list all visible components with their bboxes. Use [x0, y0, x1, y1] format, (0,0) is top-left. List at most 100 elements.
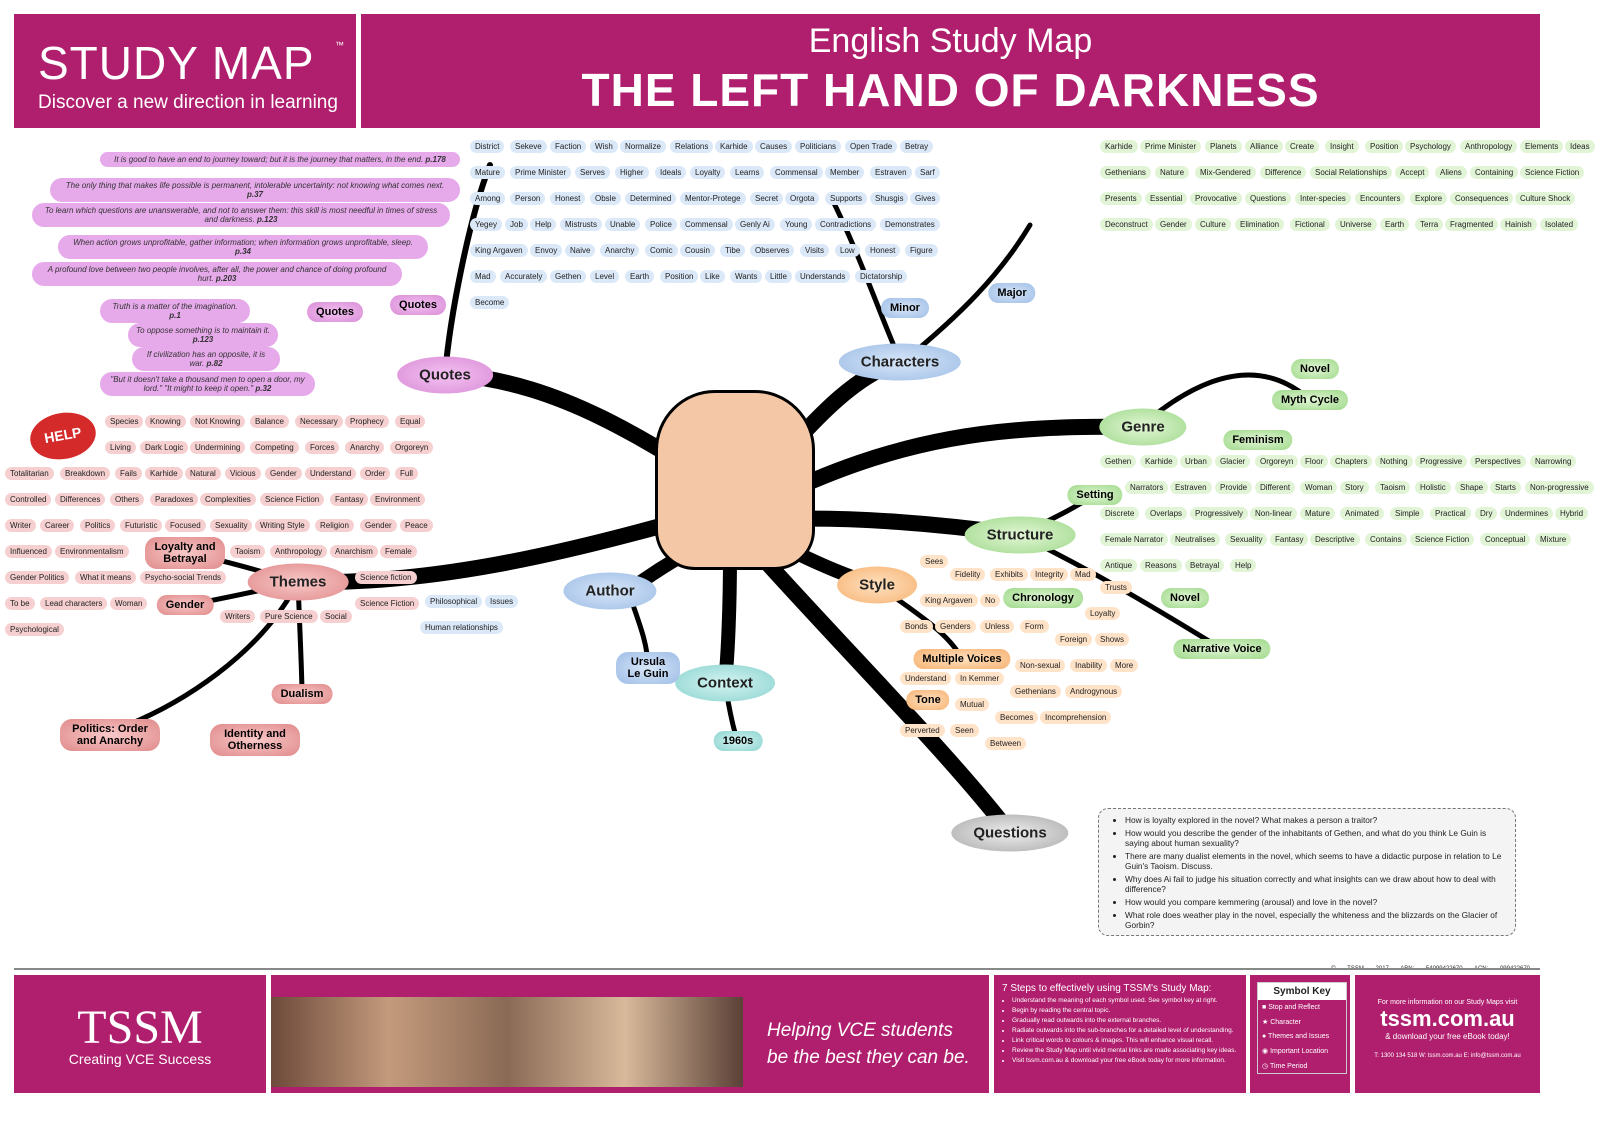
- leaf-node[interactable]: Anthropology: [1460, 140, 1518, 153]
- node-1960s[interactable]: 1960s: [713, 731, 763, 751]
- leaf-node[interactable]: Figure: [905, 244, 938, 257]
- leaf-node[interactable]: Earth: [625, 270, 655, 283]
- leaf-node[interactable]: Anarchy: [600, 244, 640, 257]
- leaf-node[interactable]: Influenced: [5, 545, 52, 558]
- node-gender[interactable]: Gender: [156, 595, 214, 615]
- leaf-node[interactable]: Science fiction: [355, 571, 417, 584]
- leaf-node[interactable]: Position: [660, 270, 699, 283]
- leaf-node[interactable]: Accurately: [500, 270, 548, 283]
- leaf-node[interactable]: Create: [1285, 140, 1320, 153]
- leaf-node[interactable]: Planets: [1205, 140, 1242, 153]
- leaf-node[interactable]: Exhibits: [990, 568, 1029, 581]
- leaf-node[interactable]: Help: [530, 218, 557, 231]
- leaf-node[interactable]: Prime Minister: [1140, 140, 1202, 153]
- leaf-node[interactable]: Becomes: [995, 711, 1039, 724]
- leaf-node[interactable]: Differences: [55, 493, 106, 506]
- leaf-node[interactable]: Simple: [1390, 507, 1425, 520]
- leaf-node[interactable]: Philosophical: [425, 595, 483, 608]
- leaf-node[interactable]: Gender: [265, 467, 302, 480]
- leaf-node[interactable]: Social: [320, 610, 352, 623]
- leaf-node[interactable]: Complexities: [200, 493, 256, 506]
- leaf-node[interactable]: Karhide: [715, 140, 753, 153]
- leaf-node[interactable]: Forces: [305, 441, 340, 454]
- leaf-node[interactable]: Woman: [1300, 481, 1338, 494]
- leaf-node[interactable]: Commensal: [770, 166, 823, 179]
- leaf-node[interactable]: Difference: [1260, 166, 1307, 179]
- node-genre[interactable]: Genre: [1099, 408, 1187, 446]
- leaf-node[interactable]: Knowing: [145, 415, 186, 428]
- leaf-node[interactable]: Undermining: [190, 441, 246, 454]
- leaf-node[interactable]: Gethenians: [1010, 685, 1061, 698]
- leaf-node[interactable]: Open Trade: [845, 140, 898, 153]
- leaf-node[interactable]: Mistrusts: [560, 218, 602, 231]
- leaf-node[interactable]: Psychological: [5, 623, 64, 636]
- node-dualism[interactable]: Dualism: [271, 684, 333, 704]
- leaf-node[interactable]: Female: [380, 545, 417, 558]
- leaf-node[interactable]: Fails: [115, 467, 142, 480]
- node-minor[interactable]: Minor: [881, 298, 929, 318]
- leaf-node[interactable]: Psychology: [1405, 140, 1456, 153]
- leaf-node[interactable]: Insight: [1325, 140, 1359, 153]
- leaf-node[interactable]: Inter-species: [1295, 192, 1351, 205]
- leaf-node[interactable]: Normalize: [620, 140, 667, 153]
- leaf-node[interactable]: Estraven: [870, 166, 912, 179]
- leaf-node[interactable]: Narrowing: [1530, 455, 1577, 468]
- leaf-node[interactable]: Taoism: [1375, 481, 1411, 494]
- leaf-node[interactable]: Species: [105, 415, 144, 428]
- leaf-node[interactable]: Provide: [1215, 481, 1253, 494]
- leaf-node[interactable]: Not Knowing: [190, 415, 246, 428]
- leaf-node[interactable]: Betray: [900, 140, 934, 153]
- leaf-node[interactable]: Elimination: [1235, 218, 1285, 231]
- leaf-node[interactable]: Essential: [1145, 192, 1188, 205]
- leaf-node[interactable]: Mixture: [1535, 533, 1572, 546]
- node-politics[interactable]: Politics: Order and Anarchy: [60, 719, 160, 751]
- node-loyalty[interactable]: Loyalty and Betrayal: [145, 537, 225, 569]
- node-myth-cycle[interactable]: Myth Cycle: [1271, 390, 1349, 410]
- leaf-node[interactable]: Hybrid: [1555, 507, 1589, 520]
- leaf-node[interactable]: Faction: [550, 140, 587, 153]
- leaf-node[interactable]: Determined: [625, 192, 677, 205]
- leaf-node[interactable]: Conceptual: [1480, 533, 1531, 546]
- leaf-node[interactable]: Seen: [950, 724, 979, 737]
- leaf-node[interactable]: Gethen: [550, 270, 587, 283]
- leaf-node[interactable]: Starts: [1490, 481, 1521, 494]
- leaf-node[interactable]: Writer: [5, 519, 37, 532]
- leaf-node[interactable]: Fidelity: [950, 568, 986, 581]
- leaf-node[interactable]: Controlled: [5, 493, 52, 506]
- leaf-node[interactable]: Orgota: [785, 192, 820, 205]
- leaf-node[interactable]: Elements: [1520, 140, 1564, 153]
- leaf-node[interactable]: Fantasy: [330, 493, 369, 506]
- leaf-node[interactable]: Sees: [920, 555, 949, 568]
- leaf-node[interactable]: Anarchy: [345, 441, 385, 454]
- leaf-node[interactable]: Prime Minister: [510, 166, 572, 179]
- leaf-node[interactable]: Issues: [485, 595, 519, 608]
- leaf-node[interactable]: Contains: [1365, 533, 1407, 546]
- node-multiple-voices[interactable]: Multiple Voices: [913, 649, 1011, 669]
- leaf-node[interactable]: Comic: [645, 244, 678, 257]
- leaf-node[interactable]: Gender Politics: [5, 571, 70, 584]
- node-novel[interactable]: Novel: [1161, 588, 1209, 608]
- leaf-node[interactable]: Urban: [1180, 455, 1212, 468]
- leaf-node[interactable]: Religion: [315, 519, 354, 532]
- leaf-node[interactable]: Dry: [1475, 507, 1498, 520]
- leaf-node[interactable]: Observes: [750, 244, 795, 257]
- leaf-node[interactable]: Antique: [1100, 559, 1138, 572]
- leaf-node[interactable]: Low: [835, 244, 860, 257]
- node-setting[interactable]: Setting: [1067, 485, 1123, 505]
- leaf-node[interactable]: Dictatorship: [855, 270, 908, 283]
- leaf-node[interactable]: Accept: [1395, 166, 1430, 179]
- leaf-node[interactable]: Loyalty: [690, 166, 726, 179]
- leaf-node[interactable]: Totalitarian: [5, 467, 54, 480]
- leaf-node[interactable]: Higher: [615, 166, 649, 179]
- leaf-node[interactable]: Deconstruct: [1100, 218, 1153, 231]
- leaf-node[interactable]: Fictional: [1290, 218, 1330, 231]
- leaf-node[interactable]: Chapters: [1330, 455, 1373, 468]
- leaf-node[interactable]: Mature: [1300, 507, 1335, 520]
- leaf-node[interactable]: Progressively: [1190, 507, 1249, 520]
- leaf-node[interactable]: Orgoreyn: [1255, 455, 1299, 468]
- leaf-node[interactable]: Demonstrates: [880, 218, 940, 231]
- leaf-node[interactable]: Unless: [980, 620, 1015, 633]
- leaf-node[interactable]: Mature: [470, 166, 505, 179]
- leaf-node[interactable]: Nothing: [1375, 455, 1413, 468]
- leaf-node[interactable]: Different: [1255, 481, 1296, 494]
